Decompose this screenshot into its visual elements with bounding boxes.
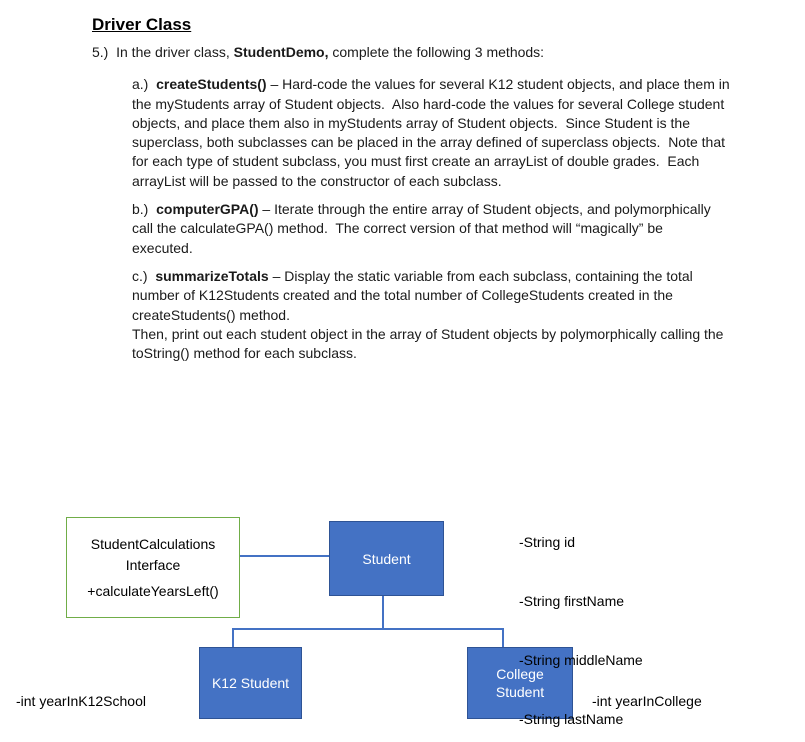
connector-tree-horizontal: [232, 628, 504, 630]
intro-suffix: complete the following 3 methods:: [328, 44, 545, 60]
item-a-description: – Hard-code the values for several K12 s…: [132, 76, 730, 189]
item-c-description: – Display the static variable from each …: [132, 267, 724, 362]
item-a-method-name: createStudents(): [156, 76, 267, 93]
student-class-label: Student: [362, 550, 411, 567]
item-a-label: a.): [132, 76, 157, 93]
intro-prefix: 5.) In the driver class,: [92, 44, 234, 60]
attribute-line: -int yearInCollege: [592, 693, 702, 710]
college-attributes: -int yearInCollege -String levelOfDistin…: [592, 653, 782, 742]
connector-student-down: [382, 596, 384, 629]
item-b-method-name: computerGPA(): [156, 201, 259, 218]
interface-box: StudentCalculations Interface +calculate…: [66, 517, 240, 618]
attribute-line: -String id: [519, 534, 576, 551]
student-class-box: Student: [329, 521, 444, 596]
method-item-c: c.) summarizeTotals – Display the static…: [132, 267, 792, 363]
intro-paragraph: 5.) In the driver class, StudentDemo, co…: [92, 43, 792, 62]
assignment-text: Driver Class 5.) In the driver class, St…: [92, 14, 792, 372]
interface-name-line2: Interface: [125, 556, 181, 573]
connector-college-drop: [502, 628, 504, 647]
k12-attributes: -int yearInK12School -double rank -stati…: [16, 653, 184, 742]
k12-class-box: K12 Student: [199, 647, 302, 719]
attribute-line: -String firstName: [519, 592, 625, 609]
interface-name-line1: StudentCalculations: [90, 535, 216, 552]
method-item-b: b.) computerGPA() – Iterate through the …: [132, 200, 792, 258]
method-item-a: a.) createStudents() – Hard-code the val…: [132, 75, 792, 191]
intro-classname: StudentDemo,: [233, 44, 329, 60]
item-b-description: – Iterate through the entire array of St…: [132, 201, 711, 256]
college-class-box: College Student: [467, 647, 573, 719]
item-c-label: c.): [132, 267, 156, 284]
attribute-line: -String lastName: [519, 710, 624, 727]
attribute-line: -int yearInK12School: [16, 693, 146, 710]
connector-k12-drop: [232, 628, 234, 647]
item-b-label: b.): [132, 201, 157, 218]
interface-method: +calculateYearsLeft(): [87, 582, 219, 599]
student-attributes: -String id -String firstName -String mid…: [519, 494, 686, 742]
connector-interface-student: [240, 555, 329, 557]
attribute-line: -String middleName: [519, 651, 643, 668]
page-title: Driver Class: [92, 15, 192, 34]
item-c-method-name: summarizeTotals: [155, 267, 269, 284]
college-class-label: College Student: [495, 666, 545, 700]
k12-class-label: K12 Student: [211, 675, 290, 691]
